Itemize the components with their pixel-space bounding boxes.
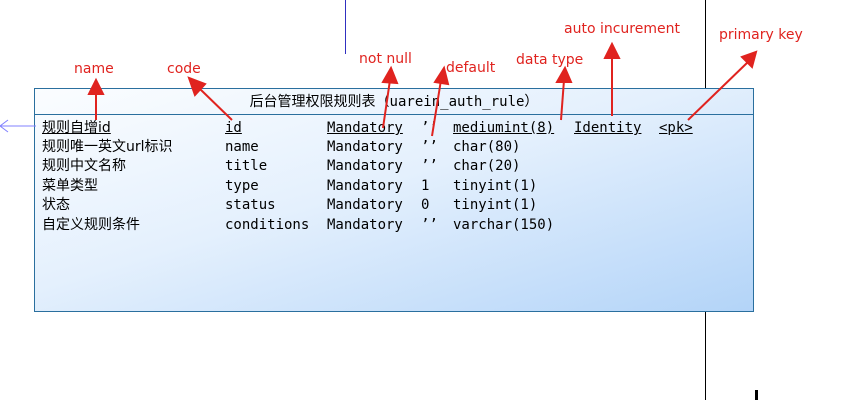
column-code: status (225, 197, 276, 213)
column-data-type: char(20) (453, 158, 521, 174)
entity-title: 后台管理权限规则表（uarein_auth_rule） (35, 89, 753, 115)
column-not-null: Mandatory (327, 178, 403, 194)
table-row[interactable]: 规则中文名称 title Mandatory ’’ char(20) (35, 157, 753, 176)
column-default: ’’ (421, 158, 438, 174)
annotation-auto-increment: auto incurement (564, 21, 680, 37)
arrow-data-type (555, 65, 573, 121)
column-data-type: char(80) (453, 139, 521, 155)
arrow-auto-increment (603, 41, 621, 116)
column-code: name (225, 139, 259, 155)
column-default: 1 (421, 178, 430, 194)
column-data-type: tinyint(1) (453, 178, 538, 194)
annotation-not-null: not null (359, 51, 412, 67)
column-not-null: Mandatory (327, 217, 403, 233)
table-row[interactable]: 状态 status Mandatory 0 tinyint(1) (35, 196, 753, 215)
arrow-code (187, 76, 233, 121)
column-code: title (225, 158, 268, 174)
column-primary-key: <pk> (659, 120, 693, 136)
column-name: 自定义规则条件 (42, 217, 140, 233)
column-identity: Identity (574, 120, 642, 136)
table-row[interactable]: 菜单类型 type Mandatory 1 tinyint(1) (35, 177, 753, 196)
column-name: 状态 (42, 197, 70, 213)
column-name: 规则自增id (42, 120, 111, 136)
column-default: ’’ (421, 217, 438, 233)
column-not-null: Mandatory (327, 197, 403, 213)
arrow-not-null (381, 65, 399, 129)
column-data-type: varchar(150) (453, 217, 555, 233)
arrow-primary-key (687, 50, 758, 121)
table-row[interactable]: 规则唯一英文url标识 name Mandatory ’’ char(80) (35, 138, 753, 157)
arrow-name (87, 77, 105, 120)
annotation-data-type: data type (516, 52, 584, 68)
top-connector-line (345, 0, 346, 54)
entity-box[interactable]: 后台管理权限规则表（uarein_auth_rule） 规则自增id id Ma… (34, 88, 754, 312)
column-code: id (225, 120, 242, 136)
column-data-type: mediumint(8) (453, 120, 555, 136)
table-row[interactable]: 自定义规则条件 conditions Mandatory ’’ varchar(… (35, 216, 753, 235)
annotation-primary-key: primary key (719, 27, 803, 43)
column-name: 规则唯一英文url标识 (42, 139, 173, 155)
column-name: 菜单类型 (42, 178, 98, 194)
column-data-type: tinyint(1) (453, 197, 538, 213)
column-code: type (225, 178, 259, 194)
column-name: 规则中文名称 (42, 158, 126, 174)
column-default: ’’ (421, 139, 438, 155)
column-default: 0 (421, 197, 430, 213)
arrow-default (431, 65, 450, 137)
annotation-name: name (74, 61, 114, 77)
column-not-null: Mandatory (327, 139, 403, 155)
annotation-code: code (167, 61, 201, 77)
column-code: conditions (225, 217, 310, 233)
corner-mark (755, 390, 758, 400)
annotation-default: default (446, 60, 496, 76)
left-connector-arrow (0, 119, 36, 133)
column-not-null: Mandatory (327, 158, 403, 174)
